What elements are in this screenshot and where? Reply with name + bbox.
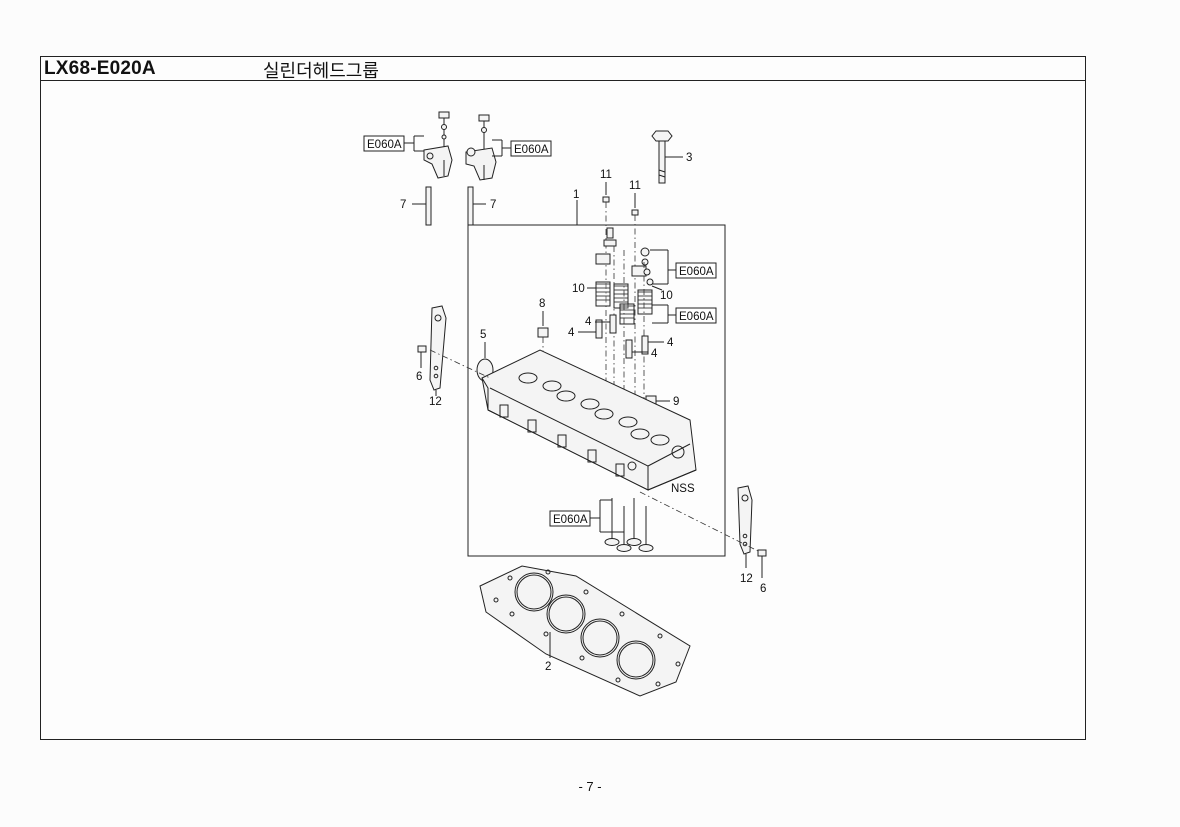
reference-box-5: E060A (549, 499, 624, 533)
reference-label-r1: E060A (367, 139, 402, 151)
seal-11-left: 11 (600, 169, 612, 395)
callout-label-n8: 8 (539, 298, 545, 310)
reference-box-2: E060A (492, 139, 552, 157)
callout-label-n5: 5 (480, 329, 486, 341)
callout-label-n10b: 10 (660, 290, 673, 302)
callout-label-n7b: 7 (490, 199, 496, 211)
callout-label-n9: 9 (673, 396, 679, 408)
rocker-arm-left (423, 111, 453, 179)
stud-7-left: 7 (400, 186, 432, 226)
callout-1: 1 (573, 189, 579, 201)
title-bar: LX68-E020A 실린더헤드그룹 (41, 57, 1085, 82)
callout-label-n4c: 4 (667, 337, 674, 349)
callout-label-n6a: 6 (416, 371, 422, 383)
page-number: - 7 - (578, 779, 602, 794)
callout-label-n10a: 10 (572, 283, 585, 295)
callout-label-n11b: 11 (629, 180, 641, 192)
callout-label-n3: 3 (686, 152, 692, 164)
nss-label: NSS (671, 483, 695, 495)
rocker-arm-right (465, 114, 497, 181)
valve-spring-stack (595, 227, 654, 430)
lifting-bracket-left: 12 6 (416, 305, 491, 408)
reference-box-3: E060A (650, 249, 717, 285)
callout-label-n4d: 4 (651, 348, 658, 360)
cylinder-head-assembly-box (467, 224, 726, 557)
callout-label-n12b: 12 (740, 573, 753, 585)
head-gasket-2: 2 (479, 565, 691, 697)
lifting-bracket-right: 12 6 (639, 485, 767, 595)
callout-label-n4b: 4 (585, 316, 592, 328)
callout-label-n2: 2 (545, 661, 551, 673)
reference-label-r3: E060A (679, 266, 714, 278)
callout-label-n11a: 11 (600, 169, 612, 181)
callout-10-right: 10 (651, 285, 673, 302)
reference-box-4: E060A (652, 304, 717, 324)
stud-7-right: 7 (467, 186, 496, 226)
callout-10-left: 10 (572, 283, 596, 295)
reference-label-r2: E060A (514, 144, 549, 156)
callout-label-n7a: 7 (400, 199, 406, 211)
callout-label-n4a: 4 (568, 327, 575, 339)
callout-label-n6b: 6 (760, 583, 766, 595)
reference-box-1: E060A (363, 135, 424, 152)
group-title: 실린더헤드그룹 (263, 61, 379, 82)
intake-exhaust-valves (604, 498, 654, 552)
cylinder-head-body (481, 349, 697, 491)
reference-label-r5: E060A (553, 514, 588, 526)
head-bolt-3: 3 (651, 130, 692, 184)
valve-guides-4: 4 4 4 4 (568, 314, 674, 360)
part-code: LX68-E020A (44, 58, 156, 79)
callout-label-n12a: 12 (429, 396, 442, 408)
reference-label-r4: E060A (679, 311, 714, 323)
plug-8: 8 (537, 298, 549, 355)
seal-11-right: 11 (629, 180, 641, 395)
